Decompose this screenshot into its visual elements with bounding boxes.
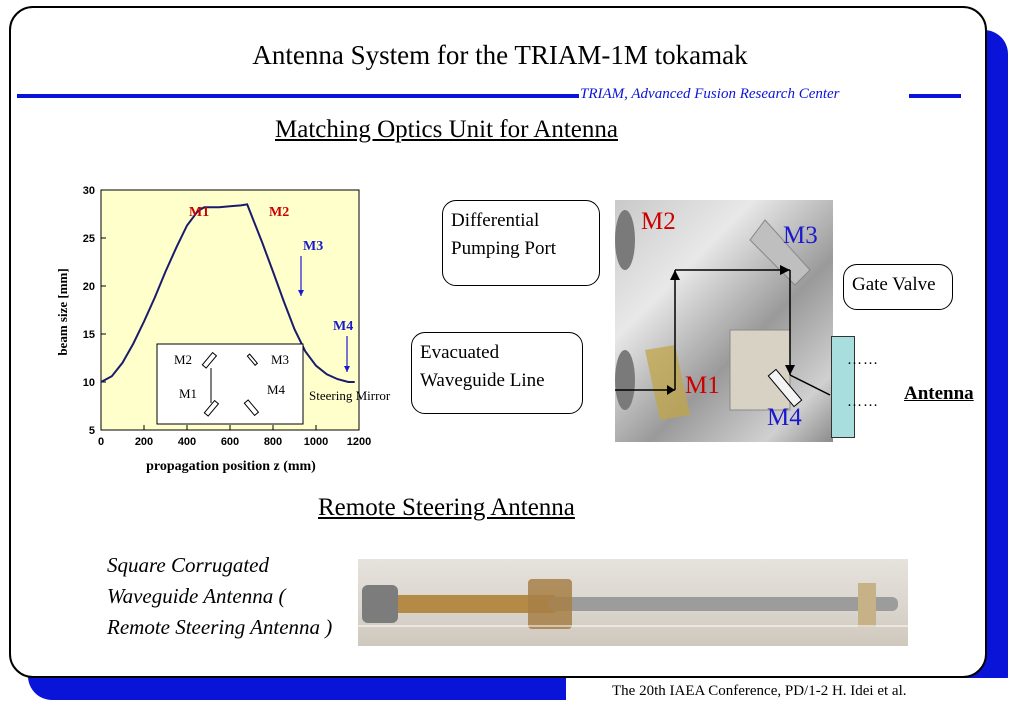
header-rule-left — [17, 94, 579, 98]
gate-valve-block — [831, 336, 855, 438]
mirror-label-m4: M4 — [333, 319, 353, 334]
organization-label: TRIAM, Advanced Fusion Research Center — [580, 86, 840, 102]
optics-unit-photo: M2 M3 M1 M4 — [585, 200, 833, 442]
series-line — [100, 203, 355, 383]
x-tick-label: 800 — [264, 436, 282, 448]
photo-label-m4: M4 — [767, 404, 802, 431]
x-tick-label: 600 — [221, 436, 239, 448]
remote-antenna-description: Square Corrugated Waveguide Antenna ( Re… — [107, 553, 333, 639]
m4-mirror — [767, 368, 803, 408]
photo-label-m3: M3 — [783, 222, 818, 249]
remote-steering-heading: Remote Steering Antenna — [318, 494, 575, 521]
antenna-label: Antenna — [904, 383, 974, 404]
optics-beam-overlay — [585, 210, 831, 420]
inset-caption: Steering Mirror — [309, 388, 391, 403]
photo-label-m2: M2 — [641, 208, 676, 235]
y-tick-label: 30 — [83, 185, 95, 197]
callout-gate-valve: Gate Valve — [843, 264, 953, 310]
mirror-label-m2: M2 — [269, 205, 289, 220]
steering-mirror-inset: M2 M3 M1 M4 Steering Mirror — [156, 343, 391, 425]
slide-title: Antenna System for the TRIAM-1M tokamak — [252, 40, 748, 70]
photo-label-m1: M1 — [685, 372, 720, 399]
antenna-photo-drawing — [358, 579, 908, 629]
inset-label-m4: M4 — [267, 382, 286, 397]
header-rule-right — [909, 94, 961, 98]
mirror-arrowhead-m4 — [344, 366, 350, 372]
callout-pumping-port: Differential Pumping Port — [442, 200, 600, 286]
callout-waveguide-line: Evacuated Waveguide Line — [411, 332, 583, 414]
inset-mirror-m4 — [243, 399, 260, 417]
x-tick-label: 1200 — [347, 436, 371, 448]
matching-optics-heading: Matching Optics Unit for Antenna — [275, 116, 618, 143]
x-tick-label: 0 — [98, 436, 104, 448]
x-tick-label: 1000 — [304, 436, 328, 448]
x-tick-label: 400 — [178, 436, 196, 448]
mirror-label-m1: M1 — [189, 205, 209, 220]
inset-mirror-m1 — [203, 399, 220, 417]
mirror-label-m3: M3 — [303, 239, 323, 254]
inset-mirror-m3 — [246, 353, 259, 366]
x-tick-label: 200 — [135, 436, 153, 448]
y-tick-label: 5 — [89, 425, 95, 437]
x-axis-label: propagation position z (mm) — [146, 459, 316, 474]
footer-citation: The 20th IAEA Conference, PD/1-2 H. Idei… — [612, 683, 907, 699]
inset-label-m3: M3 — [271, 352, 289, 367]
inset-label-m1: M1 — [179, 386, 197, 401]
dots-upper: …… — [847, 352, 879, 368]
mirror-arrowhead-m3 — [298, 290, 304, 296]
footer-area — [566, 678, 1023, 708]
inset-label-m2: M2 — [174, 352, 192, 367]
remote-antenna-photo — [358, 559, 908, 646]
y-tick-label: 15 — [83, 329, 95, 341]
y-tick-label: 10 — [83, 377, 95, 389]
y-axis-label: beam size [mm] — [55, 268, 70, 355]
inset-mirror-m2 — [201, 351, 218, 369]
dots-lower: …… — [847, 394, 879, 410]
y-tick-label: 20 — [83, 281, 95, 293]
y-tick-label: 25 — [83, 233, 95, 245]
slide-frame: Antenna System for the TRIAM-1M tokamak … — [9, 6, 987, 678]
